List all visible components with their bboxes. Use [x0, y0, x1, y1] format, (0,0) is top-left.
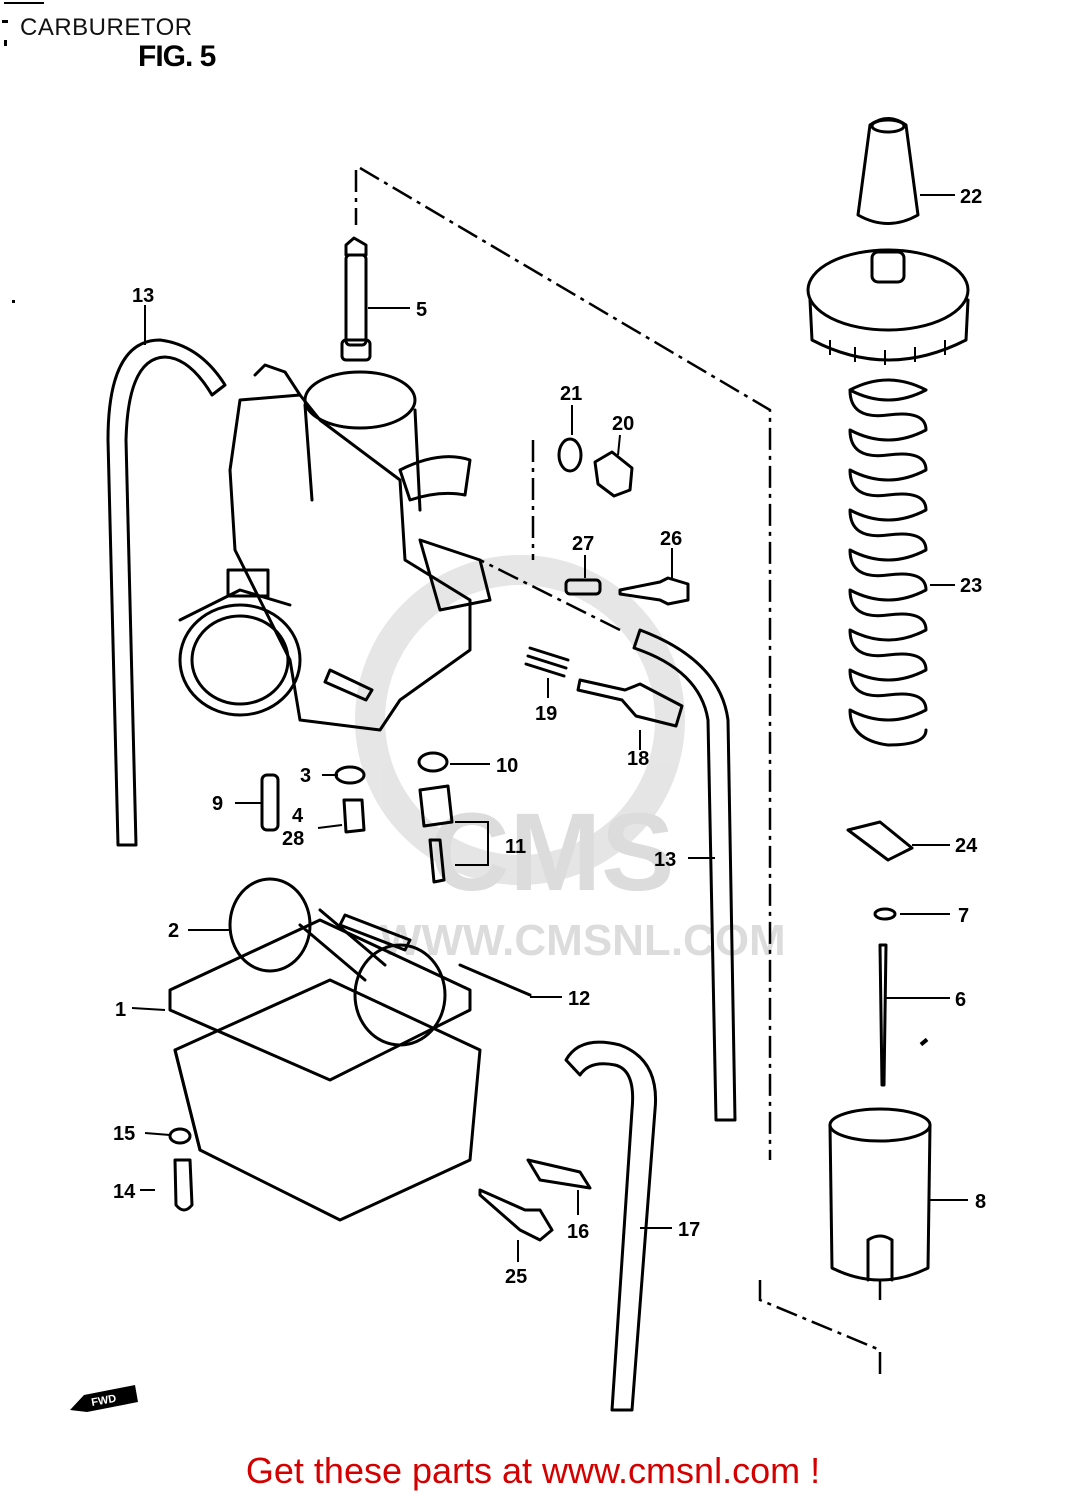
callout-23: 23: [960, 575, 982, 597]
gasket-part: [417, 751, 449, 773]
callout-1: 1: [115, 999, 126, 1021]
jet-needle-part: [878, 943, 888, 1087]
callout-14: 14: [113, 1181, 136, 1203]
callout-11: 11: [505, 836, 526, 858]
mixing-chamber-top-part: [806, 248, 970, 365]
throttle-stop-screw-part: [576, 678, 684, 728]
callout-9: 9: [212, 793, 223, 815]
callout-16: 16: [567, 1221, 589, 1243]
callout-labels: 22 5 13 21 20 27 26 23 19 18 3 10 9 4 28…: [113, 186, 986, 1288]
washer-part: [557, 437, 583, 473]
leader-lines: [131, 194, 968, 1262]
cable-adjuster-part: [340, 236, 372, 362]
pilot-jet-part: [342, 798, 366, 834]
watermark-brand: CMS: [430, 791, 674, 914]
overflow-hose: [564, 1040, 658, 1412]
callout-27: 27: [572, 533, 594, 555]
page-title: CARBURETOR: [20, 14, 193, 41]
callout-2: 2: [168, 920, 179, 942]
callout-3: 3: [300, 765, 311, 787]
needle-valve-part: [418, 784, 454, 884]
o-ring-part: [334, 765, 366, 785]
callout-20: 20: [612, 413, 634, 435]
vent-hose-left: [106, 338, 227, 847]
pilot-air-screw-part: [618, 576, 690, 606]
rubber-cap-part: [856, 117, 920, 225]
callout-18: 18: [627, 748, 649, 770]
screw-part: [593, 450, 634, 498]
float-pin-part: [458, 963, 532, 997]
assembly-guide-lines: [354, 166, 882, 1380]
callout-12: 12: [568, 988, 590, 1010]
throttle-valve-part: [828, 1107, 932, 1282]
throttle-valve-spring-part: [848, 378, 928, 747]
callout-26: 26: [660, 528, 682, 550]
callout-24: 24: [955, 835, 978, 857]
e-ring-part: [873, 907, 897, 921]
forward-label: FWD: [90, 1393, 117, 1409]
carburetor-body: [178, 363, 492, 732]
float-chamber-part: [168, 918, 482, 1222]
bolt-part: [173, 1158, 194, 1212]
callout-13-top: 13: [132, 285, 154, 307]
idle-spring-part: [524, 646, 570, 678]
callout-13-right: 13: [654, 849, 676, 871]
needle-clip-part: [846, 820, 914, 862]
callout-4: 4: [292, 805, 304, 827]
callout-17: 17: [678, 1219, 700, 1241]
callout-25: 25: [505, 1266, 527, 1288]
spring-part: [564, 578, 602, 596]
callout-6: 6: [955, 989, 966, 1011]
callout-10: 10: [496, 755, 518, 777]
callout-15: 15: [113, 1123, 135, 1145]
callout-21: 21: [560, 383, 582, 405]
plate-part: [526, 1158, 592, 1190]
callout-28: 28: [282, 828, 304, 850]
pipe-part: [260, 773, 280, 832]
callout-5: 5: [416, 299, 427, 321]
drain-plug-part: [478, 1188, 554, 1242]
callout-19: 19: [535, 703, 557, 725]
watermark: CMS WWW.CMSNL.COM: [355, 555, 786, 965]
float-part: [228, 877, 447, 1047]
callout-7: 7: [958, 905, 969, 927]
vent-hose-right: [632, 628, 737, 1122]
callout-8: 8: [975, 1191, 986, 1213]
forward-direction-arrow: FWD: [70, 1385, 138, 1412]
screw-washer-part: [168, 1127, 192, 1145]
watermark-url: WWW.CMSNL.COM: [380, 916, 786, 965]
scan-noise: [2, 2, 929, 1047]
callout-22: 22: [960, 186, 982, 208]
shop-call-to-action[interactable]: Get these parts at www.cmsnl.com !: [245, 1450, 821, 1491]
figure-label: FIG. 5: [138, 40, 216, 73]
